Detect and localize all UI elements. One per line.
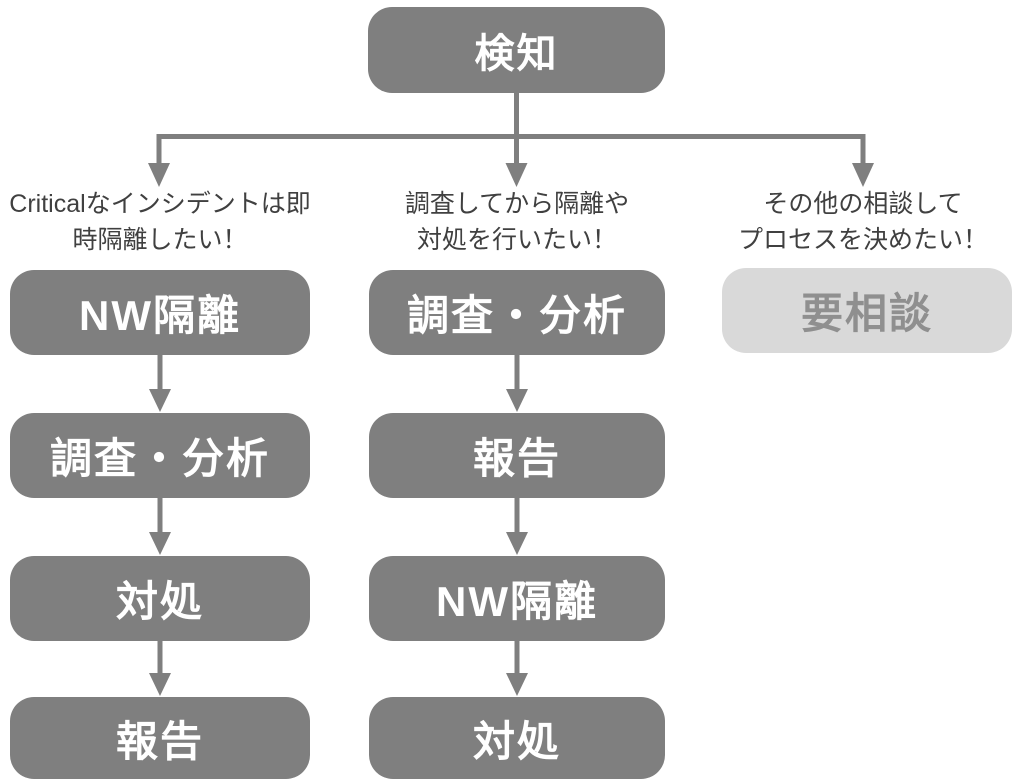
caption-line: Criticalなインシデントは即	[9, 190, 311, 218]
node-left-investigation: 調査・分析	[10, 413, 310, 498]
node-left-nw-isolation: NW隔離	[10, 270, 310, 355]
node-left-report: 報告	[10, 697, 310, 779]
caption-line: 調査してから隔離や	[404, 190, 630, 218]
caption-branch-investigate-first: 調査してから隔離や 対処を行いたい！	[352, 186, 682, 258]
branch-left-arrowhead	[148, 163, 170, 187]
left-arrowhead-3	[149, 673, 171, 696]
mid-arrowhead-1	[506, 389, 528, 412]
branch-right-arrowhead	[852, 163, 874, 187]
caption-line: 時隔離したい！	[72, 226, 248, 254]
node-mid-response: 対処	[369, 697, 665, 779]
caption-branch-consult: その他の相談して プロセスを決めたい！	[698, 186, 1024, 258]
node-mid-investigation: 調査・分析	[369, 270, 665, 355]
node-consultation-required: 要相談	[722, 268, 1012, 353]
caption-line: その他の相談して	[763, 190, 963, 218]
branch-mid-arrowhead	[505, 163, 528, 187]
left-arrowhead-2	[149, 532, 171, 555]
node-left-response: 対処	[10, 556, 310, 641]
mid-arrowhead-2	[506, 532, 528, 555]
left-arrowhead-1	[149, 389, 171, 412]
caption-line: 対処を行いたい！	[416, 226, 617, 254]
node-mid-nw-isolation: NW隔離	[369, 556, 665, 641]
node-detection: 検知	[368, 7, 665, 93]
node-mid-report: 報告	[369, 413, 665, 498]
caption-branch-immediate-isolation: Criticalなインシデントは即 時隔離したい！	[0, 186, 325, 258]
caption-line: プロセスを決めたい！	[737, 226, 988, 254]
branch-bar-line	[156, 134, 866, 166]
mid-arrowhead-3	[506, 673, 528, 696]
